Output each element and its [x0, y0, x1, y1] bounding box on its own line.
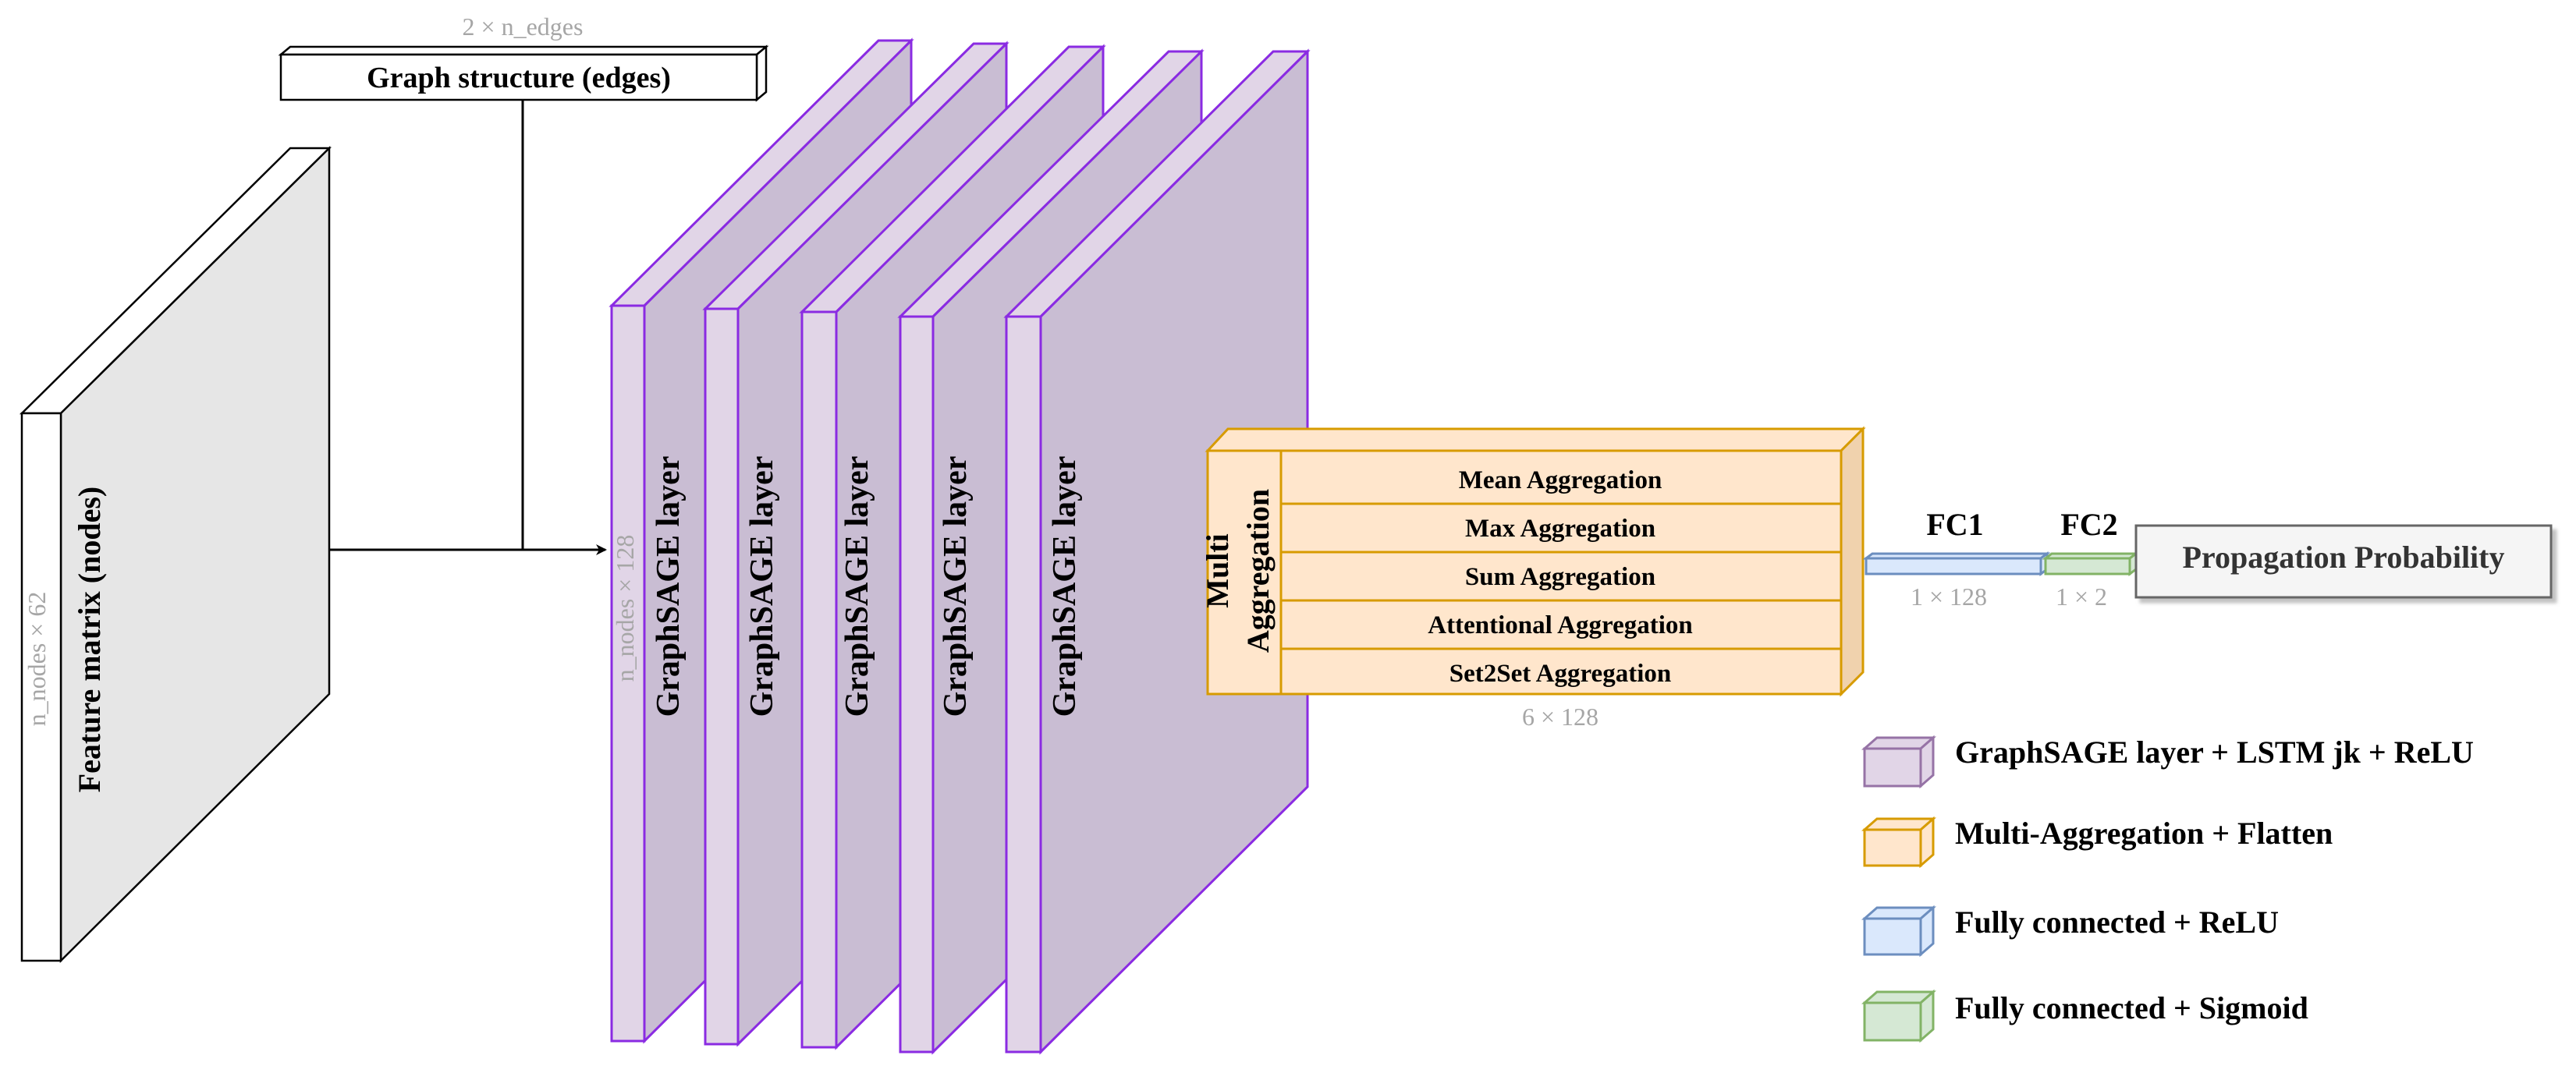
- multi-aggregation-title-line2: Aggregation: [1240, 489, 1276, 653]
- legend-swatch-multi-aggregation: [1863, 828, 1922, 867]
- graph-structure-front-face: [279, 53, 758, 101]
- sage-layer-label: GraphSAGE layer: [744, 456, 780, 717]
- sage-layer-label: GraphSAGE layer: [1047, 456, 1083, 717]
- fc2-block: FC2 1 × 2: [2042, 507, 2140, 611]
- fc1-front-face: [1865, 557, 2042, 575]
- multi-aggregation-title-line1: Multi: [1200, 533, 1235, 608]
- feature-matrix-label: Feature matrix (nodes): [72, 487, 107, 793]
- legend-label-graphsage: GraphSAGE layer + LSTM jk + ReLU: [1955, 735, 2474, 770]
- graph-structure-dim-label: 2 × n_edges: [463, 12, 584, 41]
- input-connectors: [329, 100, 607, 555]
- fc1-dim-label: 1 × 128: [1911, 583, 1987, 611]
- sage-layer-5: GraphSAGE layer: [1003, 48, 1311, 1055]
- aggregation-row-sum: Sum Aggregation: [1465, 563, 1655, 591]
- multi-aggregation-top-face: [1205, 427, 1866, 452]
- output-block: Propagation Probability: [2134, 524, 2553, 599]
- sage-layer-label: GraphSAGE layer: [651, 456, 687, 717]
- feature-matrix-front-face: [20, 412, 62, 962]
- feature-matrix-block: Feature matrix (nodes) n_nodes × 62: [19, 146, 332, 964]
- fc2-label: FC2: [2060, 507, 2117, 542]
- legend-item-graphsage: GraphSAGE layer + LSTM jk + ReLU: [1861, 735, 2474, 789]
- legend-swatch-fc-sigmoid: [1863, 1001, 1922, 1042]
- fc1-label: FC1: [1926, 507, 1983, 542]
- multi-aggregation-block: Multi Aggregation Mean Aggregation Max A…: [1200, 426, 1866, 731]
- legend-item-fc-relu: Fully connected + ReLU: [1861, 905, 2279, 958]
- sage-layer-label: GraphSAGE layer: [938, 456, 974, 717]
- sage-layer-front-face: [800, 310, 838, 1049]
- multi-aggregation-side-face: [1840, 426, 1865, 697]
- graph-structure-top-face: [278, 45, 769, 56]
- fc1-block: FC1 1 × 128: [1862, 507, 2051, 611]
- aggregation-row-set2set: Set2Set Aggregation: [1449, 660, 1671, 688]
- sage-layer-front-face: [610, 304, 646, 1043]
- legend-label-fc-sigmoid: Fully connected + Sigmoid: [1955, 990, 2308, 1025]
- graph-structure-label: Graph structure (edges): [367, 62, 671, 94]
- multi-aggregation-dim-label: 6 × 128: [1522, 703, 1598, 731]
- sage-layer-dim-label: n_nodes × 128: [611, 535, 639, 682]
- feature-matrix-dim-label: n_nodes × 62: [23, 592, 51, 727]
- graph-structure-side-face: [755, 44, 768, 102]
- aggregation-row-max: Max Aggregation: [1465, 515, 1655, 543]
- legend-label-fc-relu: Fully connected + ReLU: [1955, 905, 2279, 940]
- aggregation-row-attentional: Attentional Aggregation: [1428, 611, 1692, 639]
- sage-layer-front-face: [1005, 315, 1042, 1054]
- sage-layer-front-face: [899, 315, 935, 1054]
- sage-layer-label: GraphSAGE layer: [839, 456, 875, 717]
- legend-swatch-graphsage: [1863, 747, 1922, 788]
- aggregation-row-mean: Mean Aggregation: [1459, 466, 1662, 494]
- multi-aggregation-front-face: [1206, 449, 1843, 696]
- fc2-front-face: [2044, 557, 2131, 575]
- graph-structure-block: Graph structure (edges) 2 × n_edges: [278, 12, 769, 102]
- sage-layer-front-face: [704, 307, 740, 1046]
- legend-item-fc-sigmoid: Fully connected + Sigmoid: [1861, 989, 2308, 1043]
- legend: GraphSAGE layer + LSTM jk + ReLU Multi-A…: [1861, 735, 2474, 1043]
- output-label: Propagation Probability: [2182, 540, 2504, 575]
- fc2-dim-label: 1 × 2: [2056, 583, 2107, 611]
- legend-swatch-fc-relu: [1863, 917, 1922, 956]
- legend-item-multi-aggregation: Multi-Aggregation + Flatten: [1861, 816, 2333, 869]
- output-box: [2134, 524, 2553, 599]
- legend-label-multi-aggregation: Multi-Aggregation + Flatten: [1955, 816, 2333, 851]
